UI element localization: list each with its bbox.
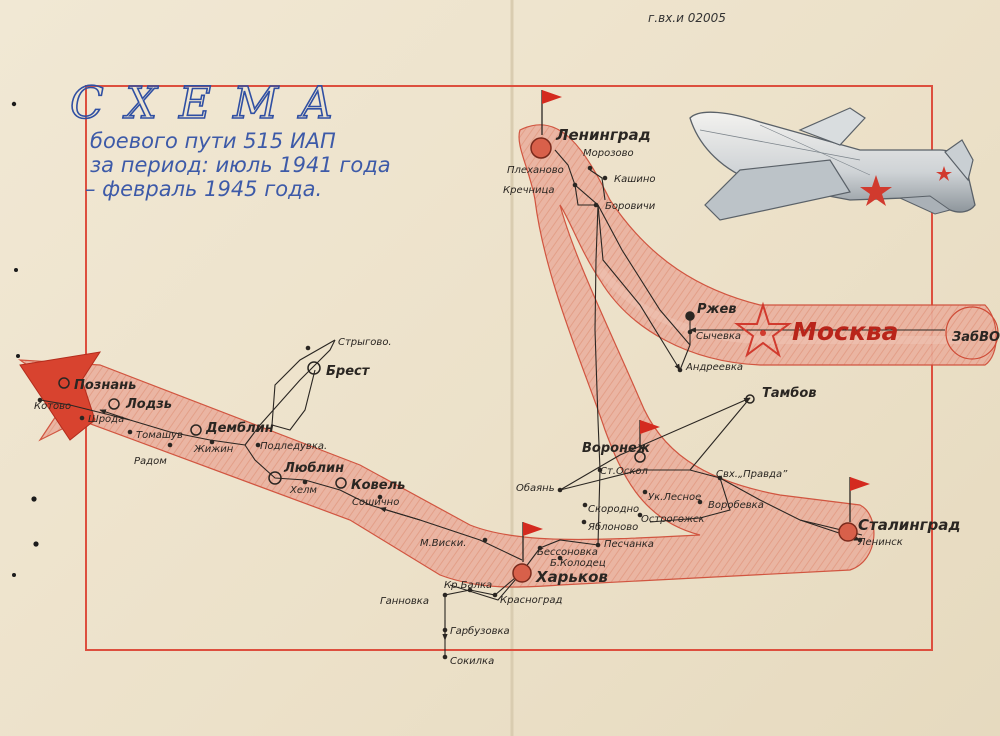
label-lodz: Лодзь: [125, 397, 172, 412]
label-podleduvka: Подледувка.: [260, 441, 327, 452]
flag-leningrad: [541, 90, 562, 135]
title-main: СХЕМА: [70, 78, 355, 129]
label-rzhev: Ржев: [697, 302, 737, 317]
flag-kharkov: [522, 522, 543, 562]
demblin-marker: [190, 424, 202, 436]
label-uk-lesnoe: Ук.Лесное: [648, 492, 701, 503]
kovel-marker: [335, 477, 347, 489]
label-poznan: Познань: [74, 378, 136, 393]
label-kotovo: Котово: [34, 401, 71, 412]
label-lyublin: Люблин: [283, 461, 344, 476]
label-garbuzovka: Гарбузовка: [450, 625, 510, 637]
subtitle-line2: за период: июль 1941 года: [90, 153, 391, 177]
label-leningrad: Ленинград: [555, 126, 651, 144]
fighter-plane-icon: [689, 107, 976, 221]
label-sychevka: Сычевка: [696, 331, 741, 342]
label-st-oskol: Ст.Оскол: [600, 466, 649, 477]
archive-note: г.вх.и 02005: [648, 11, 726, 25]
label-soshichno: Сошично: [352, 497, 399, 508]
kharkov-marker: [512, 563, 532, 583]
title-block: СХЕМА боевого пути 515 ИАП за период: ию…: [69, 77, 391, 201]
label-tambov: Тамбов: [762, 386, 817, 401]
flag-stalingrad: [849, 477, 870, 522]
label-khelm: Хелм: [289, 485, 317, 496]
label-andreevka: Андреевка: [685, 362, 743, 373]
rzhev-marker: [685, 311, 695, 321]
moscow-star-icon: [734, 301, 792, 358]
route-lines: [39, 149, 945, 657]
subtitle-line1: боевого пути 515 ИАП: [90, 129, 336, 153]
label-obayan: Обаянь: [516, 482, 555, 494]
label-kovel: Ковель: [351, 478, 405, 493]
label-shroda: Шрода: [88, 414, 124, 425]
label-kr-balka: Кр.Балка: [444, 580, 492, 591]
label-plekhanovo: Плеханово: [507, 165, 564, 176]
label-besonovka: Бессоновка: [537, 547, 598, 558]
label-leninsk: Ленинск: [857, 537, 903, 548]
binder-holes: [11, 101, 39, 577]
label-demblin: Демблин: [205, 421, 274, 436]
label-b-kolodets: Б.Колодец: [550, 558, 606, 569]
label-sovkhoz-pravda: Свх.„Правда”: [716, 469, 788, 480]
label-brest: Брест: [326, 364, 371, 379]
label-voronezh: Воронеж: [582, 441, 651, 456]
label-skorodno: Скородно: [588, 504, 639, 515]
label-sokilka: Сокилка: [450, 656, 494, 667]
lyublin-marker: [268, 471, 282, 485]
label-m-viski: М.Виски.: [420, 538, 466, 549]
label-stalingrad: Сталинград: [858, 516, 961, 534]
zabvo-end: [945, 306, 999, 360]
label-morozovo: Морозово: [583, 148, 634, 159]
stalingrad-marker: [838, 522, 858, 542]
brest-marker: [307, 361, 321, 375]
subtitle-line3: – февраль 1945 года.: [85, 177, 322, 201]
label-ostrogozhsk: Острогожск: [641, 514, 705, 525]
label-gannovka: Ганновка: [380, 596, 429, 607]
major-city-labels: Ленинград Москва ЗабВО Ржев Тамбов Ворон…: [74, 126, 1000, 586]
label-borovichi: Боровичи: [605, 201, 656, 212]
lodz-marker: [108, 398, 120, 410]
label-radom: Радом: [134, 456, 167, 467]
label-krechnitsa: Кречница: [503, 185, 554, 196]
label-kashino: Кашино: [614, 174, 656, 185]
tambov-marker: [745, 394, 755, 404]
place-dots: [37, 165, 863, 660]
label-strygovo: Стрыгово.: [338, 337, 392, 348]
victory-flags: [522, 90, 870, 562]
flag-voronezh: [639, 420, 660, 452]
city-markers: [58, 137, 858, 583]
label-vorobevka: Воробевка: [708, 499, 764, 511]
small-place-labels: Морозово Плеханово Кашино Кречница Боров…: [34, 148, 903, 667]
label-tomashuv: Томашув: [136, 430, 183, 441]
poznan-marker: [58, 377, 70, 389]
label-zabvo: ЗабВО: [952, 330, 1000, 345]
label-moskva: Москва: [792, 317, 899, 346]
label-yablonovo: Яблоново: [587, 521, 638, 533]
label-kharkov: Харьков: [535, 568, 608, 586]
label-peschanka: Песчанка: [604, 539, 654, 550]
leningrad-marker: [530, 137, 552, 159]
label-krasnograd: Красноград: [500, 595, 562, 606]
label-zhizhin: Жижин: [193, 444, 234, 455]
